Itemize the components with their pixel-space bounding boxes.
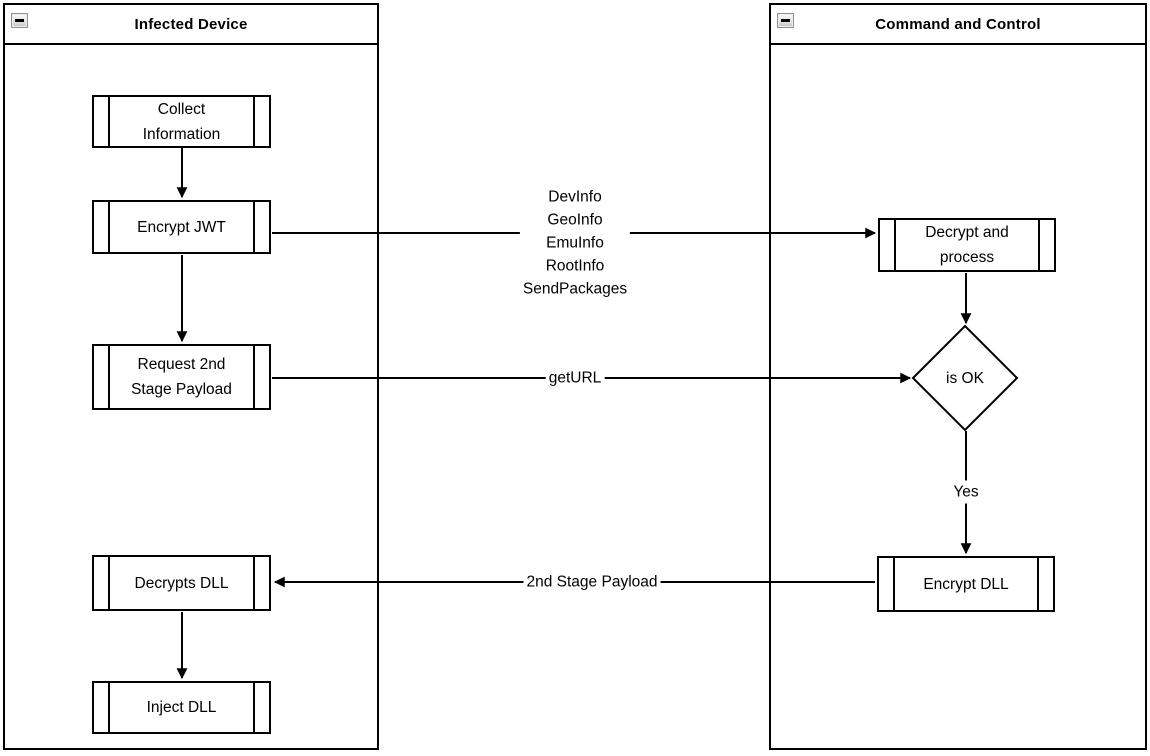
subroutine-bar xyxy=(253,557,255,609)
container-title-command-and-control: Command and Control xyxy=(875,15,1041,33)
collapse-button-infected-device[interactable] xyxy=(11,13,28,28)
edge-label-yes: Yes xyxy=(950,480,982,504)
minus-icon xyxy=(15,19,24,22)
node-collect-information: Collect Information xyxy=(92,95,271,148)
subroutine-bar xyxy=(253,346,255,408)
subroutine-bar xyxy=(108,202,110,252)
subroutine-bar xyxy=(893,558,895,610)
subroutine-bar xyxy=(253,202,255,252)
container-infected-device: Infected Device xyxy=(3,3,379,750)
subroutine-bar xyxy=(108,97,110,146)
subroutine-bar xyxy=(108,683,110,732)
node-encrypt-dll: Encrypt DLL xyxy=(877,556,1055,612)
node-inject-dll: Inject DLL xyxy=(92,681,271,734)
subroutine-bar xyxy=(253,97,255,146)
container-command-and-control: Command and Control xyxy=(769,3,1147,750)
subroutine-bar xyxy=(253,683,255,732)
minus-icon xyxy=(781,19,790,22)
subroutine-bar xyxy=(108,346,110,408)
node-label: Inject DLL xyxy=(146,699,217,716)
edge-label-second-stage-payload: 2nd Stage Payload xyxy=(523,570,661,594)
node-label: Request 2nd Stage Payload xyxy=(131,356,232,398)
container-command-and-control-header: Command and Control xyxy=(771,5,1145,45)
node-label: Encrypt DLL xyxy=(923,575,1009,593)
node-encrypt-jwt: Encrypt JWT xyxy=(92,200,271,254)
node-decrypt-and-process: Decrypt and process xyxy=(878,218,1056,272)
node-is-ok: is OK xyxy=(913,326,1017,430)
node-decrypts-dll: Decrypts DLL xyxy=(92,555,271,611)
collapse-button-command-and-control[interactable] xyxy=(777,13,794,28)
subroutine-bar xyxy=(1038,220,1040,270)
decision-diamond-shape xyxy=(911,324,1019,432)
container-infected-device-header: Infected Device xyxy=(5,5,377,45)
edge-label-jwt-payload: DevInfo GeoInfo EmuInfo RootInfo SendPac… xyxy=(519,185,631,301)
node-label: Decrypt and process xyxy=(925,224,1009,266)
container-title-infected-device: Infected Device xyxy=(134,15,248,33)
node-label: Decrypts DLL xyxy=(134,574,229,592)
edge-label-get-url: getURL xyxy=(545,366,605,390)
node-label: is OK xyxy=(946,369,984,387)
subroutine-bar xyxy=(1037,558,1039,610)
node-label: Collect Information xyxy=(142,100,221,143)
node-request-2nd-stage-payload: Request 2nd Stage Payload xyxy=(92,344,271,410)
subroutine-bar xyxy=(894,220,896,270)
node-label: Encrypt JWT xyxy=(137,218,226,236)
subroutine-bar xyxy=(108,557,110,609)
